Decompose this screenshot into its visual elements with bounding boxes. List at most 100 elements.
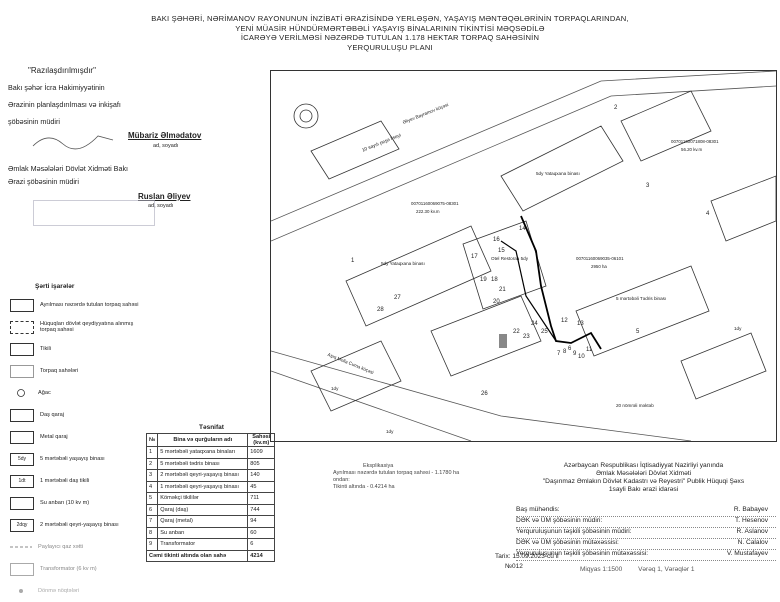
turning-point: 1 <box>351 258 355 264</box>
legend-label: Ayrılması nəzərdə tutulan torpaq sahəsi <box>40 301 139 308</box>
water-tank-icon <box>10 496 34 510</box>
turning-point: 3 <box>646 183 650 189</box>
signatory-row: Yerquruluşunun təşkili şöbəsinin müdiri:… <box>516 528 776 539</box>
map-label: 1dy <box>734 326 742 331</box>
table-title: Təsnifat <box>199 424 224 431</box>
legend: Şərti işarələr Ayrılması nəzərdə tutulan… <box>10 283 145 602</box>
legend-label: Daş qaraj <box>40 411 64 418</box>
approval-line: Əmlak Məsələləri Dövlət Xidməti Bakı <box>8 164 129 173</box>
cadastre-code: 00701160069075-08301 <box>411 201 459 206</box>
turning-point: 14 <box>519 226 526 232</box>
signatory-row: Yerquruluşunun təşkili şöbəsinin mütəxəs… <box>516 550 776 561</box>
registered-plot-icon <box>10 320 34 334</box>
block-sw <box>310 340 402 412</box>
document-title: BAKI ŞƏHƏRİ, NƏRİMANOV RAYONUNUN İNZİBAT… <box>150 14 630 52</box>
block-se <box>680 332 767 400</box>
transformer-icon <box>10 562 34 576</box>
legend-label: Torpaq sahələri <box>40 367 79 374</box>
turning-point: 27 <box>394 295 401 301</box>
dorm-building-1 <box>500 125 624 212</box>
turning-point: 18 <box>491 277 498 283</box>
legend-label: 1 mərtəbəli daş tikili <box>40 477 90 484</box>
legend-title: Şərti işarələr <box>35 283 75 290</box>
turning-point-icon <box>10 586 32 597</box>
legend-item: Su anbarı (10 kv m) <box>10 492 145 514</box>
turning-point: 28 <box>377 307 384 313</box>
approval-line: Bakı şəhər İcra Hakimiyyətinin <box>8 83 105 92</box>
turning-point: 10 <box>578 354 585 360</box>
title-line: BAKI ŞƏHƏRİ, NƏRİMANOV RAYONUNUN İNZİBAT… <box>151 14 629 23</box>
legend-label: Metal qaraj <box>40 433 68 440</box>
legend-item: Hüquqları dövlət qeydiyyatına alınmış to… <box>10 316 145 338</box>
signature-stroke-icon <box>32 135 114 150</box>
map-label: 20 nömrəli məktəb <box>616 403 654 408</box>
tree-icon <box>299 109 313 123</box>
map-label: 1dy <box>386 429 394 434</box>
turning-point: 7 <box>557 351 561 357</box>
area-label: 56.20 kv.m <box>681 147 703 152</box>
map-label: Otel Restoran 5dy <box>491 256 529 261</box>
table-header: Bina və qurğuların adı <box>157 433 249 447</box>
map-drawing <box>270 70 777 442</box>
hatched-structure <box>499 334 507 348</box>
signatory-row: DƏK və ÜM şöbəsinin müdiri:T. Hesenov <box>516 517 776 528</box>
map-label: 5dy Yataqxana binası <box>536 171 580 176</box>
hotel-building <box>462 220 547 310</box>
legend-label: Su anbarı (10 kv m) <box>40 499 90 506</box>
turning-point: 22 <box>513 329 520 335</box>
issuer-line: Əmlak Məsələləri Dövlət Xidməti <box>595 470 692 477</box>
legend-label: 5 mərtəbəli yaşayış binası <box>40 455 105 462</box>
turning-point: 2 <box>614 105 618 111</box>
legend-label: Dönmə nöqtələri <box>38 587 80 594</box>
road-edge <box>270 85 777 242</box>
turning-point: 13 <box>577 321 584 327</box>
legend-item: Tikili <box>10 338 145 360</box>
turning-point: 9 <box>573 351 577 357</box>
turning-point: 15 <box>498 248 505 254</box>
legend-label: Tikili <box>40 345 51 352</box>
turning-point: 25 <box>541 329 548 335</box>
table-header: № <box>145 433 159 447</box>
block-e <box>710 175 777 242</box>
area-label: 2950 ha <box>591 264 607 269</box>
issuer-block: Azərbaycan Respublikası İqtisadiyyat Naz… <box>516 462 771 494</box>
turning-point: 21 <box>499 287 506 293</box>
legend-label: Hüquqları dövlət qeydiyyatına alınmış to… <box>40 320 134 334</box>
map-scale: Miqyas 1:1500 <box>580 566 623 573</box>
turning-point: 20 <box>493 299 500 305</box>
turning-point: 4 <box>706 211 710 217</box>
site-plan-map: 10 sayılı peşə liseyi 5dy Yataqxana bina… <box>270 70 777 442</box>
land-plot-icon <box>10 364 34 378</box>
map-label: 1dy <box>331 386 339 391</box>
title-line: YENİ MÜASİR HÜNDÜRMƏRTƏBƏLİ YAŞAYIŞ BİNA… <box>235 23 545 33</box>
turning-point: 11 <box>586 347 593 353</box>
approval-line: Ərazinin planlaşdırılması və inkişafı <box>8 100 121 109</box>
boundary-icon <box>10 298 34 312</box>
table-header: Sahəsi (kv.m) <box>247 433 276 447</box>
legend-item: 1dt 1 mərtəbəli daş tikili <box>10 470 145 492</box>
explication-line: Tikinti altında - 0.4214 ha <box>333 484 395 490</box>
issuer-line: Azərbaycan Respublikası İqtisadiyyat Naz… <box>563 462 724 469</box>
approval-block: "Razılaşdırılmışdır" Bakı şəhər İcra Hak… <box>8 66 238 226</box>
approval-line: Ərazi şöbəsinin müdiri <box>8 177 79 186</box>
legend-label: 2 mərtəbəli qeyri-yaşayış binası <box>40 521 119 528</box>
legend-item: Torpaq sahələri <box>10 360 145 382</box>
residential-5-icon: 5dy <box>10 452 34 466</box>
gas-line-icon <box>10 542 32 553</box>
turning-point: 5 <box>636 329 640 335</box>
legend-item: Metal qaraj <box>10 426 145 448</box>
road-edge <box>270 70 777 222</box>
cadastre-code: 00701160069035-06101 <box>576 256 624 261</box>
signer-caption: ad, soyadı <box>153 143 179 149</box>
signatories: Baş mühəndis:R. Babayev DƏK və ÜM şöbəsi… <box>516 506 776 561</box>
signer-name: Mübariz Əlmədatov <box>128 131 202 140</box>
turning-point: 12 <box>561 318 568 324</box>
stone-building-1-icon: 1dt <box>10 474 34 488</box>
